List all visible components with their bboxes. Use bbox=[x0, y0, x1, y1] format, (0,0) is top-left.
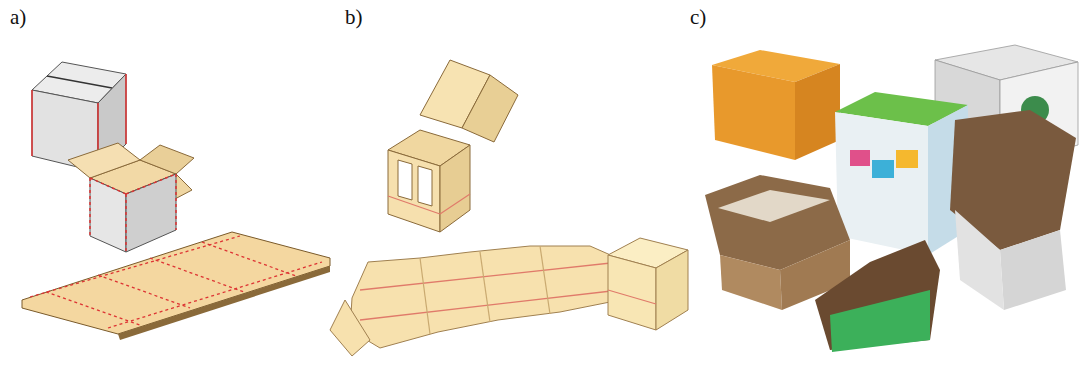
closed-box-b bbox=[608, 238, 688, 330]
flat-die-b bbox=[330, 246, 640, 356]
display-boxes-photo bbox=[705, 45, 1078, 352]
flat-blank-a bbox=[22, 232, 330, 340]
panel-label: c) bbox=[690, 6, 706, 29]
panel-label: b) bbox=[345, 6, 363, 29]
open-box-a bbox=[68, 143, 194, 252]
panel-label: a) bbox=[10, 6, 26, 29]
open-box-b bbox=[388, 60, 518, 232]
